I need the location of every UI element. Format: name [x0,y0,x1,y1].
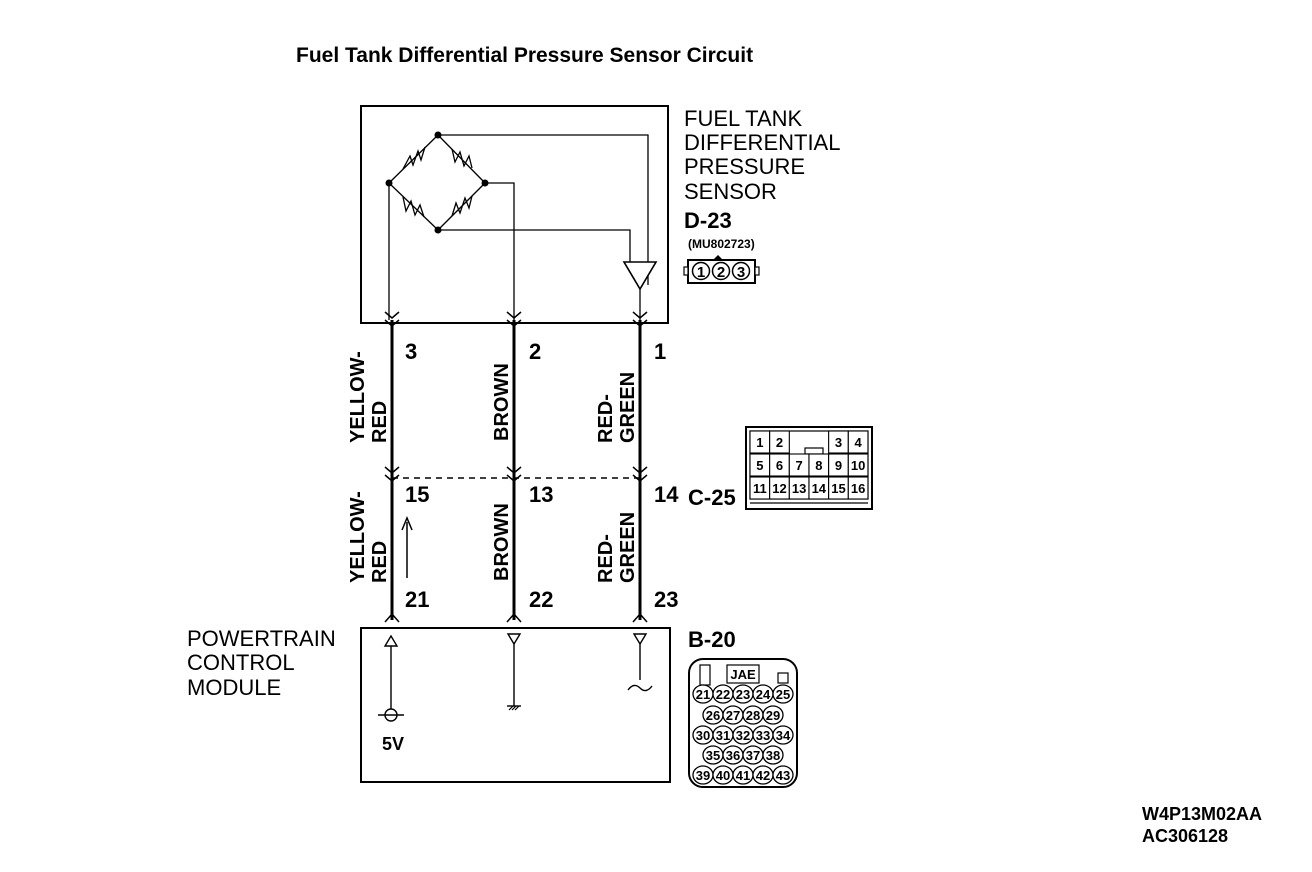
bridge-network [385,131,658,320]
d23-pin-1: 1 [697,264,705,281]
wire-1-color-lower-line-2: RED [369,541,391,583]
c25-connector-id: C-25 [688,485,736,510]
sensor-connector-id: D-23 [684,208,732,233]
supply-voltage-label: 5V [382,734,404,754]
b20-pin-26: 26 [706,708,720,723]
wire-3-color-lower-line-2: GREEN [617,512,639,583]
wire-3-color-upper-line-1: RED- [595,394,617,443]
wire-2-color-upper: BROWN [491,363,513,441]
b20-pin-40: 40 [716,768,730,783]
c25-pin-11: 11 [753,481,767,496]
c25-pin-8: 8 [815,458,822,473]
b20-pin-37: 37 [746,748,760,763]
figure-code-1: W4P13M02AA [1142,804,1262,824]
c25-pin-7: 7 [796,458,803,473]
pcm-box [360,627,671,783]
b20-pin-23: 23 [736,687,750,702]
b20-pin-36: 36 [726,748,740,763]
b20-pin-39: 39 [696,768,710,783]
b20-pin-25: 25 [776,687,790,702]
pcm-name-line-2: CONTROL [187,650,295,675]
c25-pin-15: 15 [831,481,845,496]
wire-1-pcm-pin: 21 [405,587,429,612]
wire-1-sensor-pin: 3 [405,339,417,364]
b20-pin-29: 29 [766,708,780,723]
d23-pin-2: 2 [717,264,725,281]
wire-3-pcm-pin: 23 [654,587,678,612]
sensor-part-number: (MU802723) [688,237,755,251]
c25-pin-4: 4 [855,435,863,450]
resistor-4 [451,195,473,217]
wire-2 [506,311,522,623]
b20-pin-27: 27 [726,708,740,723]
c25-pin-9: 9 [835,458,842,473]
d23-pin-3: 3 [737,264,745,281]
b20-pin-31: 31 [716,728,730,743]
harness-wires [384,311,648,623]
wire-1-junction-pin: 15 [405,482,429,507]
b20-pin-35: 35 [706,748,720,763]
c25-pin-1: 1 [756,435,763,450]
sensor-label: FUEL TANK DIFFERENTIAL PRESSURE SENSOR D… [684,106,840,251]
pcm-name-line-1: POWERTRAIN [187,626,336,651]
c25-pin-3: 3 [835,435,842,450]
wire-1-color-upper-line-2: RED [369,401,391,443]
c25-pin-16: 16 [851,481,865,496]
b20-pin-32: 32 [736,728,750,743]
wire-3-color-lower-line-1: RED- [595,534,617,583]
wire-2-junction-pin: 13 [529,482,553,507]
wire-2-pcm-pin: 22 [529,587,553,612]
b20-pin-41: 41 [736,768,750,783]
wire-3 [632,311,648,623]
wire-3-junction-pin: 14 [654,482,679,507]
sensor-name-line-1: FUEL TANK [684,106,803,131]
figure-code-2: AC306128 [1142,826,1228,846]
wire-3-color-upper-line-2: GREEN [617,372,639,443]
sensor-name-line-2: DIFFERENTIAL [684,130,840,155]
b20-pin-21: 21 [696,687,710,702]
pcm-internal-circuit [378,633,653,722]
sensor-name-line-4: SENSOR [684,179,777,204]
b20-pin-34: 34 [776,728,791,743]
resistor-2 [451,148,473,169]
wire-1-color-upper-line-1: YELLOW- [347,351,369,443]
d23-connector-face: 1 2 3 [683,255,760,284]
b20-connector-id: B-20 [688,627,736,652]
signal-direction-arrow [401,516,413,578]
diagram-title: Fuel Tank Differential Pressure Sensor C… [296,44,753,67]
b20-pin-42: 42 [756,768,770,783]
sensor-name-line-3: PRESSURE [684,154,805,179]
c25-pin-2: 2 [776,435,783,450]
b20-pin-43: 43 [776,768,790,783]
c25-pin-13: 13 [792,481,806,496]
c25-pin-10: 10 [851,458,865,473]
c25-pin-6: 6 [776,458,783,473]
b20-pin-30: 30 [696,728,710,743]
c25-pin-12: 12 [772,481,786,496]
wire-2-sensor-pin: 2 [529,339,541,364]
c25-pin-5: 5 [756,458,763,473]
resistor-1 [402,146,426,170]
b20-pin-38: 38 [766,748,780,763]
pcm-name-line-3: MODULE [187,675,281,700]
b20-pin-28: 28 [746,708,760,723]
resistor-3 [402,196,425,218]
b20-pin-22: 22 [716,687,730,702]
wire-1 [384,311,400,623]
b20-pin-24: 24 [756,687,771,702]
b20-connector-face: B-20 JAE 21 22 23 24 25 26 27 28 29 30 31 32 33 34 35 3… [688,627,798,788]
b20-pin-33: 33 [756,728,770,743]
wire-3-sensor-pin: 1 [654,339,666,364]
amplifier-symbol [622,261,658,291]
pcm-label: POWERTRAIN CONTROL MODULE [187,626,336,700]
b20-connector-label: JAE [730,667,756,682]
wire-2-color-lower: BROWN [491,503,513,581]
wire-1-color-lower-line-1: YELLOW- [347,491,369,583]
c25-pin-14: 14 [812,481,827,496]
